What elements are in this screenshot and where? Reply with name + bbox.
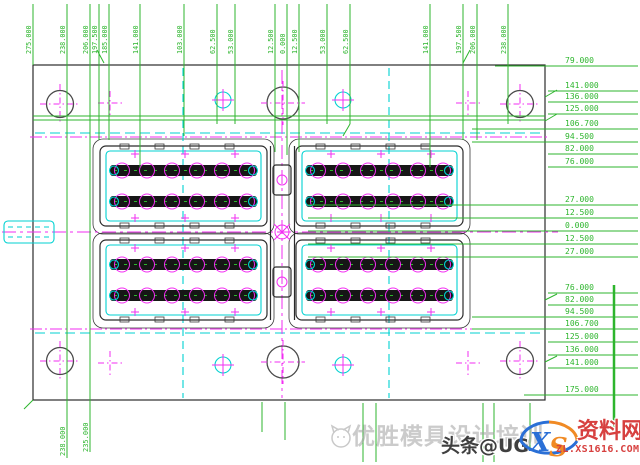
dimension-label: 197.500 (91, 25, 99, 54)
dimension-label: 27.000 (565, 195, 594, 204)
logo-letter-s: S (549, 433, 568, 463)
left-locating-tab (3, 220, 55, 244)
site-url-watermark: ZL.XS1616.COM (556, 444, 640, 455)
xs-logo: X S (519, 420, 579, 463)
cat-watermark-icon (330, 424, 352, 448)
dimension-label: 141.000 (132, 25, 140, 54)
toutiao-watermark-text: 头条@UG (441, 435, 530, 457)
dimension-label: 53.000 (319, 29, 327, 54)
dimension-label: 136.000 (565, 92, 599, 101)
site-name-watermark: 资料网 (577, 419, 640, 444)
dimension-label: 62.500 (209, 29, 217, 54)
dimension-label: 235.000 (82, 422, 90, 452)
dimension-label: 238.000 (500, 25, 508, 54)
dimension-label: 12.500 (565, 208, 594, 217)
dimension-label: 141.000 (565, 81, 599, 90)
dimension-label: 175.000 (565, 385, 599, 394)
dimension-label: 12.500 (291, 29, 299, 54)
bottom-dimension-labels: 238.000 235.000 (59, 422, 90, 456)
guide-pin-holes (40, 81, 540, 384)
dimension-label: 197.500 (455, 25, 463, 54)
top-dimension-labels: 275.000 238.000 206.000 197.500 185.000 … (25, 25, 508, 54)
center-sprue-channel (269, 146, 296, 320)
dimension-label: 125.000 (565, 104, 599, 113)
dimension-label: 62.500 (342, 29, 350, 54)
dimension-label: 82.000 (565, 144, 594, 153)
dimension-label: 27.000 (565, 247, 594, 256)
dimension-lines (23, 4, 638, 462)
dimension-label: 106.700 (565, 319, 599, 328)
dimension-label: 79.000 (565, 56, 594, 65)
right-dimension-labels: 79.000 141.000 136.000 125.000 106.700 9… (565, 56, 599, 394)
dimension-label: 185.000 (101, 25, 109, 54)
logo-letter-x: X (528, 428, 552, 458)
dimension-label: 141.000 (422, 25, 430, 54)
dimension-label: 238.000 (59, 426, 67, 456)
dimension-label: 94.500 (565, 132, 594, 141)
dimension-label: 0.000 (565, 221, 589, 230)
dimension-label: 12.500 (565, 234, 594, 243)
dimension-label: 82.000 (565, 295, 594, 304)
dimension-label: 94.500 (565, 307, 594, 316)
cooling-runner-lines (2, 68, 558, 398)
dimension-label: 141.000 (565, 358, 599, 367)
dimension-label: 136.000 (565, 345, 599, 354)
dimension-label: 76.000 (565, 283, 594, 292)
dimension-label: 238.000 (59, 25, 67, 54)
dimension-label: 106.700 (565, 119, 599, 128)
dimension-label: 12.500 (267, 29, 275, 54)
training-watermark-text: 优胜模具设计培训 (352, 424, 544, 450)
dimension-label: 206.000 (82, 25, 90, 54)
dimension-label: 76.000 (565, 157, 594, 166)
dimension-label: 206.000 (469, 25, 477, 54)
dimension-label: 125.000 (565, 332, 599, 341)
dimension-label: 0.000 (279, 34, 287, 54)
dimension-label: 275.000 (25, 25, 33, 54)
dimension-label: 103.000 (176, 25, 184, 54)
dimension-label: 53.000 (227, 29, 235, 54)
